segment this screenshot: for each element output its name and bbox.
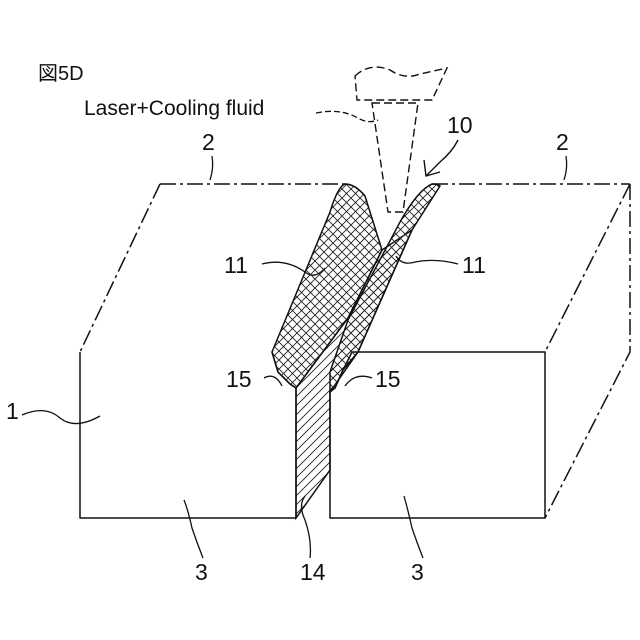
- right-block-back-edge: [545, 184, 630, 352]
- label-ref-3-left: 3: [195, 561, 208, 584]
- label-ref-2-left: 2: [202, 131, 215, 154]
- label-ref-3-right: 3: [411, 561, 424, 584]
- arrow-10: [424, 140, 458, 176]
- label-ref-15-left: 15: [226, 368, 252, 391]
- label-ref-15-right: 15: [375, 368, 401, 391]
- figure-title: 図5D: [38, 64, 84, 84]
- leader-3-right: [404, 496, 423, 558]
- leader-1: [22, 411, 100, 424]
- label-ref-2-right: 2: [556, 131, 569, 154]
- label-ref-10: 10: [447, 114, 473, 137]
- leader-2-left: [210, 156, 213, 180]
- label-ref-1: 1: [6, 400, 19, 423]
- leader-laser: [316, 111, 378, 121]
- left-block-front-face: [80, 352, 296, 518]
- right-block-side-edge: [545, 184, 630, 518]
- leader-11-right: [396, 256, 458, 264]
- leader-3-left: [184, 500, 203, 558]
- label-ref-11-right: 11: [462, 254, 486, 277]
- leader-15-right: [345, 376, 372, 386]
- label-ref-11-left: 11: [224, 254, 248, 277]
- left-block-back-edge: [80, 184, 160, 352]
- leader-2-right: [564, 156, 567, 180]
- right-block-front-face: [330, 352, 545, 518]
- leader-15-left: [264, 376, 282, 386]
- label-laser-cooling-fluid: Laser+Cooling fluid: [84, 98, 264, 119]
- label-ref-14: 14: [300, 561, 326, 584]
